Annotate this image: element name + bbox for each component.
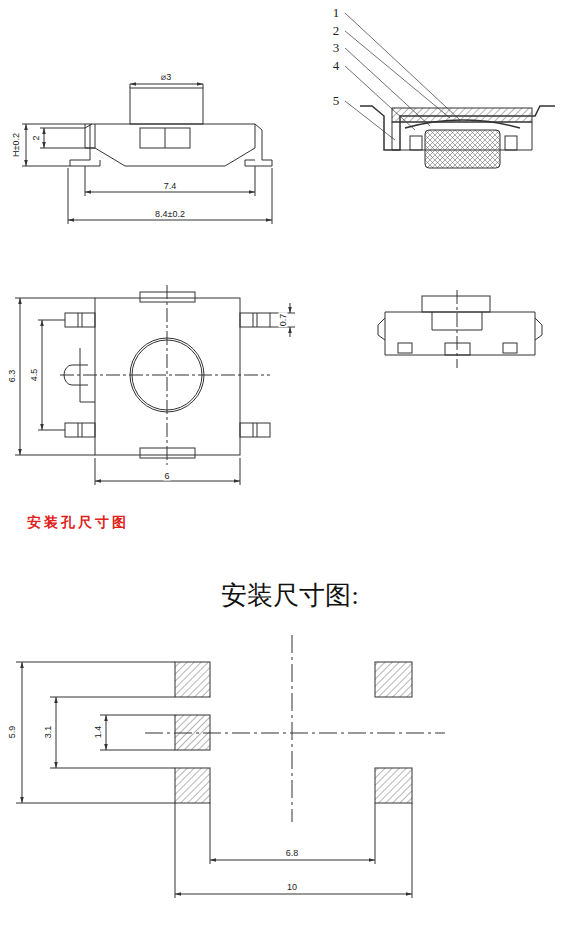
- callout-number: 5: [332, 94, 341, 107]
- callout-number: 4: [332, 59, 341, 72]
- dimension-label: 0.7: [279, 313, 288, 328]
- dimension-label: 10: [286, 883, 298, 892]
- dimension-label: ⌀3: [160, 73, 172, 82]
- side-view: [22, 84, 272, 224]
- dimension-label: 3.1: [44, 725, 53, 740]
- dimension-label: H±0.2: [12, 132, 21, 158]
- callout-number: 1: [332, 6, 341, 19]
- dimension-label: 8.4±0.2: [154, 210, 186, 219]
- dimension-label: 7.4: [163, 182, 178, 191]
- dimension-label: 6: [163, 472, 170, 481]
- callout-number: 3: [332, 41, 341, 54]
- footprint: [16, 635, 445, 898]
- section-heading: 安装孔尺寸图: [26, 515, 130, 529]
- dimension-label: 5.9: [8, 725, 17, 740]
- callout-number: 2: [332, 24, 341, 37]
- dimension-label: 4.5: [30, 368, 39, 383]
- front-view: [378, 290, 542, 368]
- dimension-label: 2: [32, 134, 41, 141]
- section-heading: 安装尺寸图:: [220, 583, 359, 609]
- dimension-label: 6.8: [285, 849, 300, 858]
- dimension-label: 1.4: [94, 725, 103, 740]
- cross-section: [345, 13, 555, 168]
- dimension-label: 6.3: [8, 369, 17, 384]
- top-view: [15, 285, 295, 485]
